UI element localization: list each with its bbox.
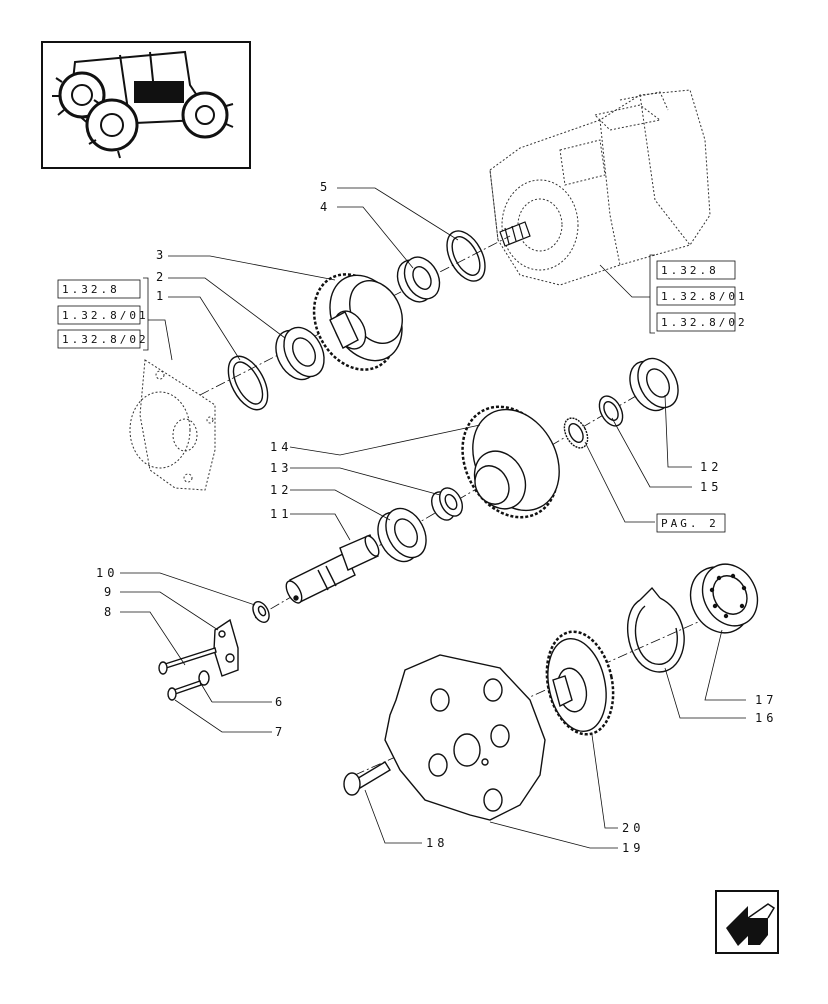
spacer-13[interactable] <box>427 484 467 524</box>
ref-left-bracket <box>143 277 149 351</box>
bearing-2[interactable] <box>268 321 332 387</box>
bolt-8[interactable] <box>158 647 217 675</box>
callout-14: 14 <box>270 440 292 454</box>
ref-left-2[interactable]: 1.32.8/01 <box>57 305 149 325</box>
callout-17: 17 <box>755 693 777 707</box>
callout-15: 15 <box>700 480 722 494</box>
svg-text:PAG. 2: PAG. 2 <box>661 517 719 530</box>
callout-12-left: 12 <box>270 483 292 497</box>
left-reference-boxes: 1.32.8 1.32.8/01 1.32.8/02 <box>57 277 173 361</box>
bolt-18[interactable] <box>343 761 391 796</box>
callout-9: 9 <box>104 585 115 599</box>
bearing-12-right[interactable] <box>622 352 686 418</box>
svg-text:1.32.8: 1.32.8 <box>62 283 120 296</box>
bracket-9[interactable] <box>213 618 239 677</box>
callout-2: 2 <box>156 270 167 284</box>
washer-10[interactable] <box>250 599 273 625</box>
callout-labels: 1 2 3 4 5 6 7 8 9 10 11 12 12 13 14 15 1… <box>96 180 777 855</box>
flange-housing <box>129 359 216 491</box>
needle-bearing-17[interactable] <box>679 555 768 644</box>
return-arrow-icon <box>726 903 776 946</box>
callout-3: 3 <box>156 248 167 262</box>
svg-text:1.32.8: 1.32.8 <box>661 264 719 277</box>
washer-6[interactable] <box>198 670 210 686</box>
svg-text:1.32.8/02: 1.32.8/02 <box>661 316 748 329</box>
back-button[interactable] <box>715 890 779 954</box>
svg-text:1.32.8/01: 1.32.8/01 <box>62 309 149 322</box>
hydraulic-pump <box>489 89 711 286</box>
callout-12-right: 12 <box>700 460 722 474</box>
right-reference-boxes: 1.32.8 1.32.8/01 1.32.8/02 <box>649 254 748 334</box>
ref-right-bracket <box>649 254 655 334</box>
ref-right-3[interactable]: 1.32.8/02 <box>656 312 748 332</box>
callout-7: 7 <box>275 725 286 739</box>
callout-20: 20 <box>622 821 644 835</box>
snap-ring-1[interactable] <box>220 350 275 416</box>
svg-text:1.32.8/02: 1.32.8/02 <box>62 333 149 346</box>
callout-8: 8 <box>104 605 115 619</box>
plate-19[interactable] <box>384 654 546 821</box>
callout-11: 11 <box>270 507 292 521</box>
ref-left-3[interactable]: 1.32.8/02 <box>57 329 149 349</box>
callout-6: 6 <box>275 695 286 709</box>
leader-lines <box>120 187 746 849</box>
ref-right-2[interactable]: 1.32.8/01 <box>656 286 748 306</box>
bearing-12-left[interactable] <box>370 502 434 569</box>
callout-10: 10 <box>96 566 118 580</box>
gear-20[interactable] <box>538 625 622 740</box>
callout-13: 13 <box>270 461 292 475</box>
snap-ring-5[interactable] <box>439 225 493 288</box>
svg-text:1.32.8/01: 1.32.8/01 <box>661 290 748 303</box>
shaft-11[interactable] <box>283 534 382 605</box>
lock-ring-pag2[interactable] <box>560 414 593 452</box>
ref-left-leader <box>148 319 173 361</box>
gear-3[interactable] <box>298 260 416 384</box>
callout-4: 4 <box>320 200 331 214</box>
pump-shaft <box>499 221 531 247</box>
page-2-reference[interactable]: PAG. 2 <box>656 513 726 533</box>
tractor-icon <box>52 50 234 159</box>
callout-16: 16 <box>755 711 777 725</box>
tractor-thumbnail[interactable] <box>41 41 251 169</box>
bearing-4[interactable] <box>391 251 447 308</box>
ref-right-1[interactable]: 1.32.8 <box>656 260 736 280</box>
bolt-7[interactable] <box>167 680 202 701</box>
callout-18: 18 <box>426 836 448 850</box>
circlip-16[interactable] <box>626 586 685 673</box>
ring-15[interactable] <box>595 392 628 430</box>
callout-19: 19 <box>622 841 644 855</box>
callout-1: 1 <box>156 289 167 303</box>
callout-5: 5 <box>320 180 331 194</box>
gear-14[interactable] <box>444 390 576 534</box>
ref-left-1[interactable]: 1.32.8 <box>57 279 141 299</box>
